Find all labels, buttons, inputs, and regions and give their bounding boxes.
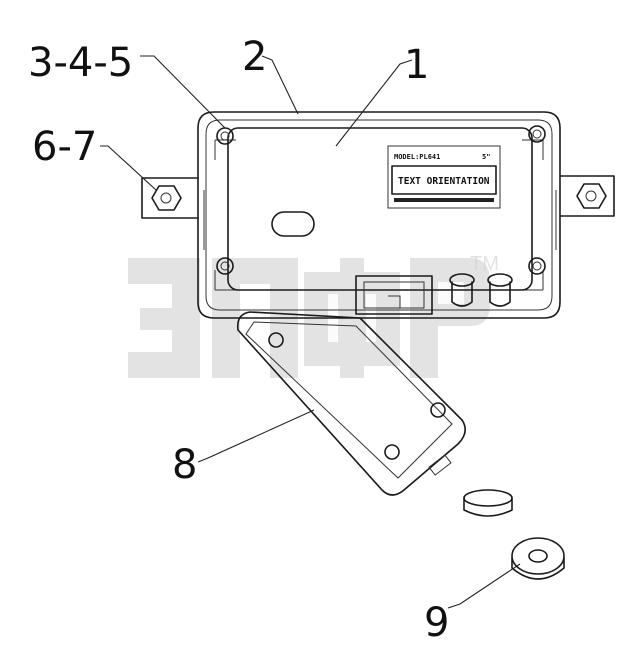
leader-8 <box>197 409 315 463</box>
screw-top-right <box>528 125 546 143</box>
part-9-rubber-grommet <box>511 537 565 580</box>
label-model: MODEL:PL641 <box>394 153 440 161</box>
callout-2: 2 <box>242 34 267 80</box>
cover-hole-3 <box>384 444 400 460</box>
small-grommet <box>463 489 513 517</box>
leader-2 <box>261 55 299 115</box>
left-mounting-bracket <box>141 177 199 219</box>
leader-67 <box>100 145 157 191</box>
part-8-cover-plate <box>236 311 466 496</box>
label-plate: MODEL:PL641 5" TEXT ORIENTATION <box>387 145 501 209</box>
cover-tab <box>428 454 452 476</box>
label-text-orientation: TEXT ORIENTATION <box>398 176 490 187</box>
screw-top-left <box>216 127 234 145</box>
leader-9 <box>447 563 521 609</box>
leader-lines <box>100 55 521 609</box>
label-code: 5" <box>482 153 490 161</box>
cover-hole-2 <box>430 402 446 418</box>
callout-9: 9 <box>424 600 449 646</box>
callout-1: 1 <box>404 42 429 88</box>
screw-bottom-left <box>216 257 234 275</box>
cover-hole-1 <box>268 332 284 348</box>
leader-1 <box>335 59 413 147</box>
callout-3-4-5: 3-4-5 <box>28 40 133 86</box>
center-connector <box>355 275 433 315</box>
terminal-post-right <box>487 273 513 307</box>
right-hex-bolt <box>576 183 607 209</box>
right-mounting-bracket <box>559 175 615 217</box>
callout-6-7: 6-7 <box>32 124 97 170</box>
part-1-controller: MODEL:PL641 5" TEXT ORIENTATION <box>227 127 533 291</box>
terminal-post-left <box>449 273 475 307</box>
watermark-tm: TM <box>470 253 499 275</box>
leader-345 <box>140 55 226 129</box>
left-hex-bolt <box>151 185 182 211</box>
screw-bottom-right <box>528 257 546 275</box>
oval-slot <box>271 211 315 237</box>
callout-8: 8 <box>172 442 197 488</box>
